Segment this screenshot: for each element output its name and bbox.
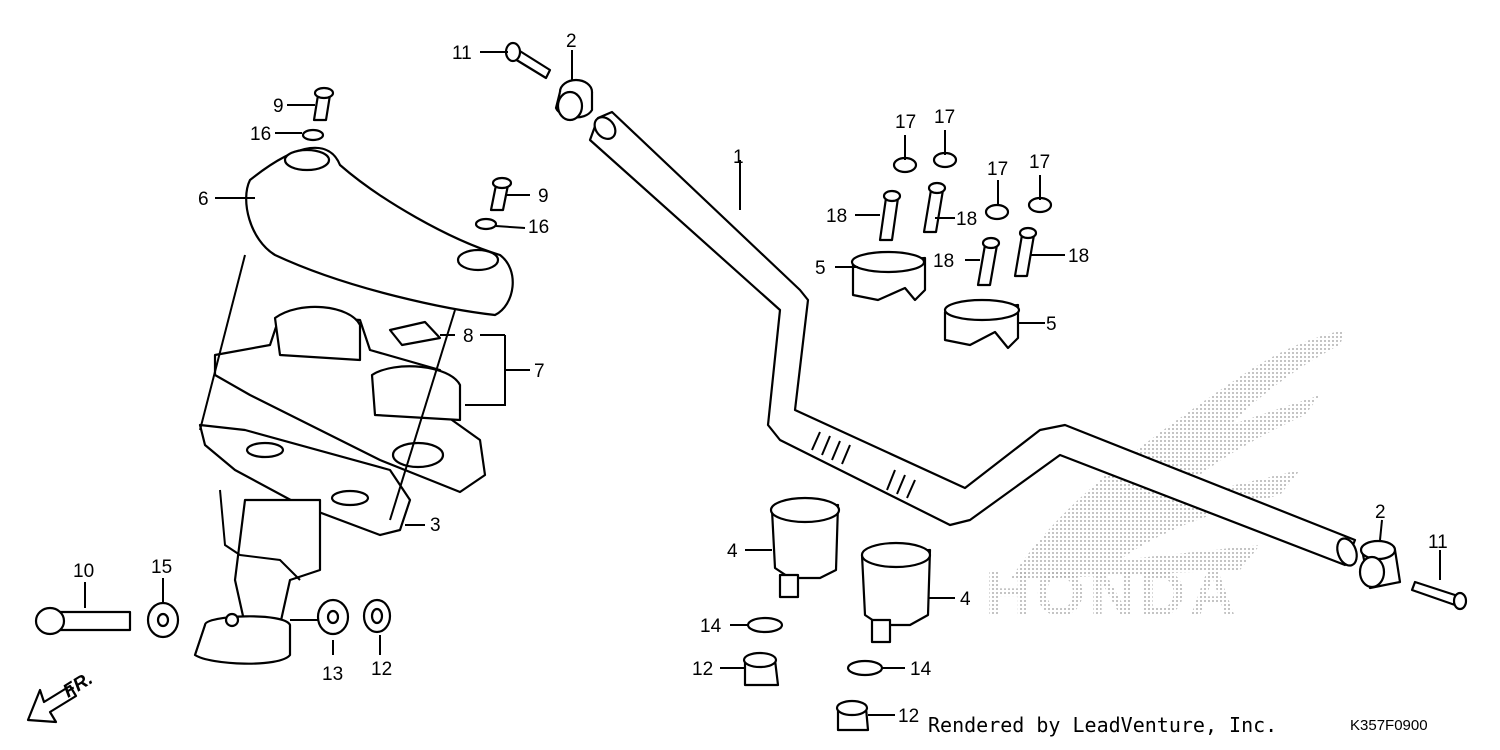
callout-2-right: 2 [1375, 502, 1386, 523]
callout-15: 15 [151, 557, 172, 578]
callout-16-top: 16 [250, 124, 271, 145]
callout-12-bottom: 12 [898, 706, 919, 727]
lower-holder-4a [769, 496, 841, 599]
callout-13: 13 [322, 664, 343, 685]
callout-4-left: 4 [727, 541, 738, 562]
callout-18-c: 18 [933, 251, 954, 272]
callout-9-mid: 9 [538, 186, 549, 207]
front-direction-arrow: FR. [26, 668, 97, 724]
callout-17-d: 17 [1029, 152, 1050, 173]
callout-11-left: 11 [452, 43, 472, 64]
callout-8: 8 [463, 326, 474, 347]
callout-18-d: 18 [1068, 246, 1089, 267]
callout-4-right: 4 [960, 589, 971, 610]
callout-17-c: 17 [987, 159, 1008, 180]
callout-16-mid: 16 [528, 217, 549, 238]
lower-plate [198, 423, 412, 537]
render-credit: Rendered by LeadVenture, Inc. [928, 713, 1277, 737]
callout-12-left: 12 [371, 659, 392, 680]
callout-18-b: 18 [956, 209, 977, 230]
callout-14-right: 14 [910, 659, 932, 680]
washers-and-nuts-right [742, 616, 884, 732]
callout-2-left: 2 [566, 31, 577, 52]
leader-lines [84, 50, 1441, 716]
callout-14-left: 14 [700, 616, 722, 637]
steering-stem [193, 489, 322, 665]
small-parts-left [34, 86, 513, 639]
bolt-11-left [504, 41, 552, 80]
callout-7: 7 [534, 361, 545, 382]
callout-labels: 1 2 2 3 4 4 5 5 6 7 8 9 9 10 11 11 12 12… [73, 31, 1448, 727]
callout-12-mid: 12 [692, 659, 713, 680]
handlebar-cover [245, 146, 514, 317]
callout-11-right: 11 [1428, 532, 1448, 553]
lower-holder-4b [860, 541, 932, 644]
callout-1: 1 [733, 147, 744, 168]
honda-wing-logo: HONDA [985, 330, 1345, 629]
bolts-18 [878, 181, 1038, 287]
callout-17-a: 17 [895, 112, 916, 133]
upper-holder-5a [850, 250, 927, 302]
callout-17-b: 17 [934, 107, 955, 128]
handlebar [588, 110, 1358, 567]
diagram-code: K357F0900 [1350, 717, 1428, 734]
upper-holder-5b [943, 298, 1021, 350]
bolt-11-right [1410, 580, 1468, 611]
callout-18-a: 18 [826, 206, 847, 227]
callout-9-top: 9 [273, 96, 284, 117]
callout-3: 3 [430, 515, 441, 536]
callout-10: 10 [73, 561, 94, 582]
rubber-pad [388, 320, 442, 347]
callout-5-right: 5 [1046, 314, 1057, 335]
callout-5-left: 5 [815, 258, 826, 279]
honda-wordmark: HONDA [985, 557, 1240, 629]
bar-end-left [554, 78, 594, 122]
callout-6: 6 [198, 189, 209, 210]
bar-end-right [1358, 539, 1402, 590]
holder-assembly [213, 305, 487, 494]
